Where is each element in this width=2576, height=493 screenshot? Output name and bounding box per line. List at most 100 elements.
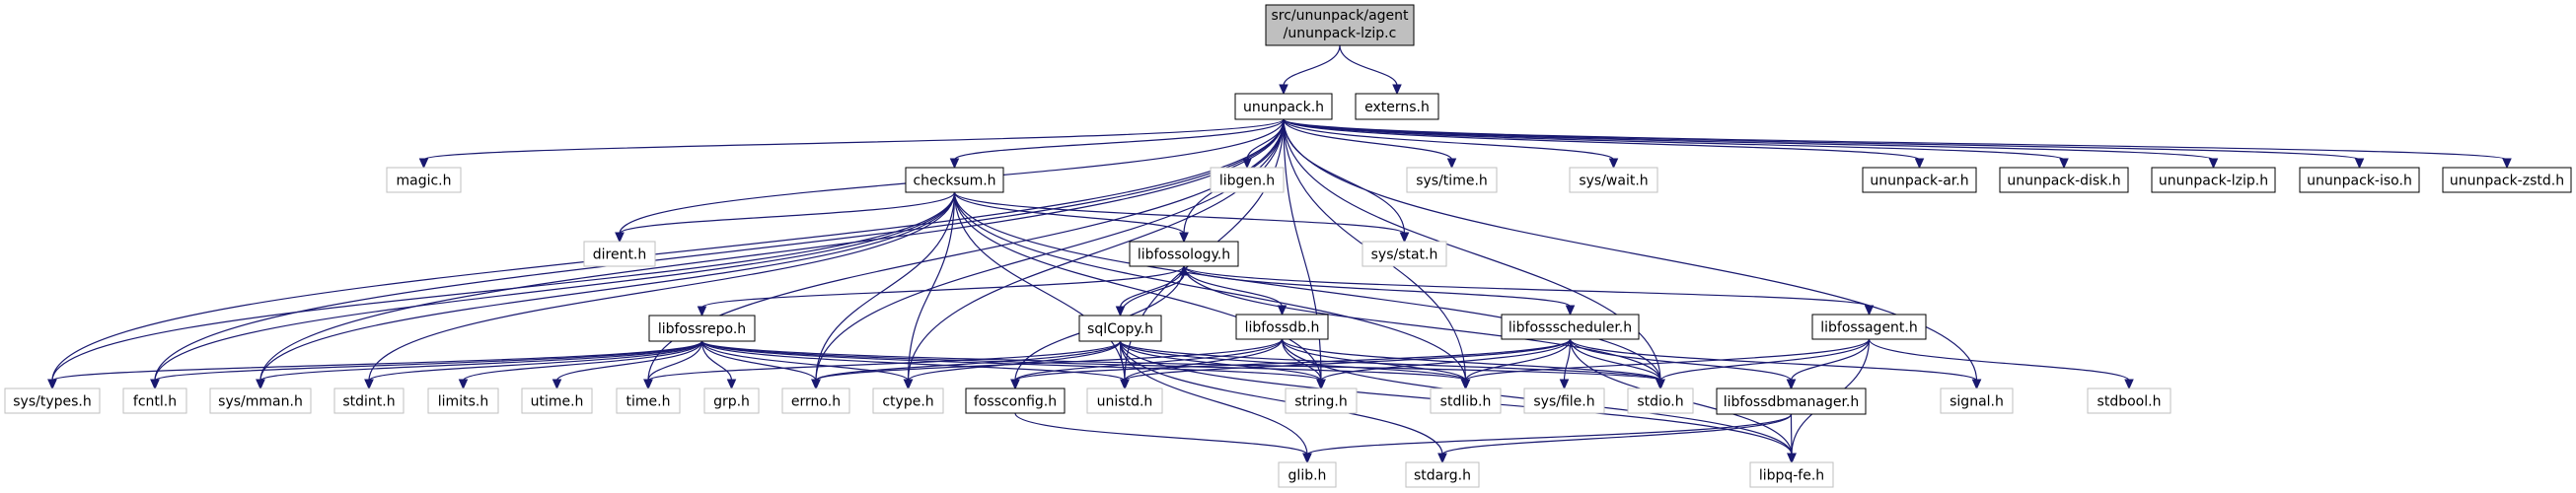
edge-libfossology_h-to-libfossagent_h xyxy=(1183,265,1871,308)
node-label: externs.h xyxy=(1364,100,1430,115)
node-box xyxy=(521,387,593,414)
node-root-file[interactable]: src/ununpack/agent/ununpack-lzip.c xyxy=(1265,4,1415,46)
edge-checksum_h-to-libfossology_h xyxy=(953,191,1185,235)
node-label: sys/wait.h xyxy=(1579,174,1648,189)
node-label: libfossdbmanager.h xyxy=(1724,394,1859,410)
node-libfossology-h[interactable]: libfossology.h xyxy=(1129,241,1239,267)
edge-checksum_h-to-errno_h xyxy=(815,191,956,382)
node-libgen-h: libgen.h xyxy=(1210,167,1285,193)
node-externs-h[interactable]: externs.h xyxy=(1355,93,1439,120)
node-box xyxy=(1078,315,1162,342)
edge-libfossagent_h-to-stdbool_h xyxy=(1868,338,2130,382)
node-label: stdbool.h xyxy=(2098,394,2162,410)
arrowhead-icon xyxy=(1559,379,1570,390)
node-libfossscheduler-h[interactable]: libfossscheduler.h xyxy=(1501,314,1640,340)
edge-libfossrepo_h-to-utime_h xyxy=(555,340,703,382)
node-stdio-h: stdio.h xyxy=(1627,387,1694,414)
node-box xyxy=(1278,461,1337,488)
edge-libfossrepo_h-to-sys_mman_h xyxy=(259,340,703,382)
node-ununpack-lzip-h[interactable]: ununpack-lzip.h xyxy=(2151,167,2276,193)
node-libfossrepo-h[interactable]: libfossrepo.h xyxy=(648,315,756,342)
edge-ununpack_h-to-ununpack_ar_h xyxy=(1283,118,1921,161)
node-sqlCopy-h[interactable]: sqlCopy.h xyxy=(1078,315,1162,342)
edge-libfossscheduler_h-to-stdlib_h xyxy=(1464,338,1572,382)
edge-checksum_h-to-stdio_h xyxy=(953,191,1661,382)
node-box xyxy=(872,387,944,414)
node-libfossdb-h[interactable]: libfossdb.h xyxy=(1235,314,1329,340)
node-box xyxy=(1265,4,1415,46)
node-utime-h: utime.h xyxy=(521,387,593,414)
node-grp-h: grp.h xyxy=(703,387,760,414)
node-label: ununpack-lzip.h xyxy=(2159,174,2268,189)
node-box xyxy=(1523,387,1605,414)
node-box xyxy=(965,387,1066,414)
node-checksum-h[interactable]: checksum.h xyxy=(905,167,1004,193)
edge-libfossdbmanager_h-to-glib_h xyxy=(1306,413,1793,456)
edge-sqlCopy_h-to-stdlib_h xyxy=(1119,340,1467,382)
node-label: sys/stat.h xyxy=(1371,247,1438,263)
edge-checksum_h-to-ctype_h xyxy=(907,191,956,382)
node-box xyxy=(648,315,756,342)
arrowhead-icon xyxy=(2208,158,2219,170)
node-unistd-h: unistd.h xyxy=(1086,387,1163,414)
node-label: libfossology.h xyxy=(1138,247,1230,263)
node-label: limits.h xyxy=(438,394,488,410)
node-ununpack-ar-h[interactable]: ununpack-ar.h xyxy=(1862,167,1977,193)
edge-libfossrepo_h-to-grp_h xyxy=(700,340,733,382)
arrowhead-icon xyxy=(1460,379,1471,390)
node-libfossagent-h[interactable]: libfossagent.h xyxy=(1811,314,1927,340)
node-label: libgen.h xyxy=(1219,174,1275,189)
arrowhead-icon xyxy=(1010,379,1020,390)
node-label: ununpack-ar.h xyxy=(1870,174,1968,189)
node-box xyxy=(1501,314,1640,340)
node-label: glib.h xyxy=(1288,468,1327,484)
node-box xyxy=(2151,167,2276,193)
edge-sqlCopy_h-to-stdarg_h xyxy=(1119,340,1443,456)
node-stdarg-h: stdarg.h xyxy=(1405,461,1480,488)
arrowhead-icon xyxy=(1279,84,1288,96)
edge-fossconfig_h-to-glib_h xyxy=(1014,412,1308,456)
edge-ununpack_h-to-ununpack_disk_h xyxy=(1283,118,2065,161)
edge-checksum_h-to-fcntl_h xyxy=(154,191,956,382)
arrowhead-icon xyxy=(1446,158,1457,170)
edge-libfossology_h-to-libfossdb_h xyxy=(1183,265,1284,308)
arrowhead-icon xyxy=(949,158,960,170)
arrowhead-icon xyxy=(643,379,653,390)
node-fossconfig-h[interactable]: fossconfig.h xyxy=(965,387,1066,414)
arrowhead-icon xyxy=(1608,158,1619,170)
edge-libfossscheduler_h-to-string_h xyxy=(1320,338,1572,382)
node-ctype-h: ctype.h xyxy=(872,387,944,414)
node-string-h: string.h xyxy=(1285,387,1358,414)
arrowhead-icon xyxy=(1179,264,1189,276)
node-box xyxy=(1940,387,2014,414)
node-box xyxy=(1627,387,1694,414)
arrowhead-icon xyxy=(615,232,625,244)
edge-libfossscheduler_h-to-fossconfig_h xyxy=(1014,338,1572,382)
arrowhead-icon xyxy=(150,379,160,390)
arrowhead-icon xyxy=(903,379,914,390)
arrowhead-icon xyxy=(1656,379,1665,390)
node-label: libfossagent.h xyxy=(1820,320,1918,336)
node-label: dirent.h xyxy=(593,247,647,263)
edge-checksum_h-to-sys_types_h xyxy=(51,191,956,382)
node-box xyxy=(1749,461,1834,488)
node-label: grp.h xyxy=(713,394,750,410)
edge-libfossdb_h-to-fossconfig_h xyxy=(1014,338,1284,382)
node-sys-stat-h: sys/stat.h xyxy=(1362,241,1447,267)
node-sys-types-h: sys/types.h xyxy=(4,387,101,414)
node-box xyxy=(1235,314,1329,340)
node-libfossdbmanager-h[interactable]: libfossdbmanager.h xyxy=(1716,387,1867,415)
node-ununpack-zstd-h[interactable]: ununpack-zstd.h xyxy=(2442,167,2572,193)
edge-libfossrepo_h-to-stdio_h xyxy=(700,340,1661,382)
node-box xyxy=(1406,167,1498,193)
node-box xyxy=(1234,93,1333,120)
node-ununpack-h[interactable]: ununpack.h xyxy=(1234,93,1333,120)
node-limits-h: limits.h xyxy=(427,387,499,414)
node-ununpack-iso-h[interactable]: ununpack-iso.h xyxy=(2299,167,2420,193)
node-box xyxy=(333,387,405,414)
node-ununpack-disk-h[interactable]: ununpack-disk.h xyxy=(1999,167,2129,193)
node-sys-wait-h: sys/wait.h xyxy=(1569,167,1658,193)
edge-libfossdbmanager_h-to-stdarg_h xyxy=(1441,413,1793,456)
edge-checksum_h-to-stdint_h xyxy=(368,191,956,382)
node-label: ununpack-zstd.h xyxy=(2450,174,2564,189)
